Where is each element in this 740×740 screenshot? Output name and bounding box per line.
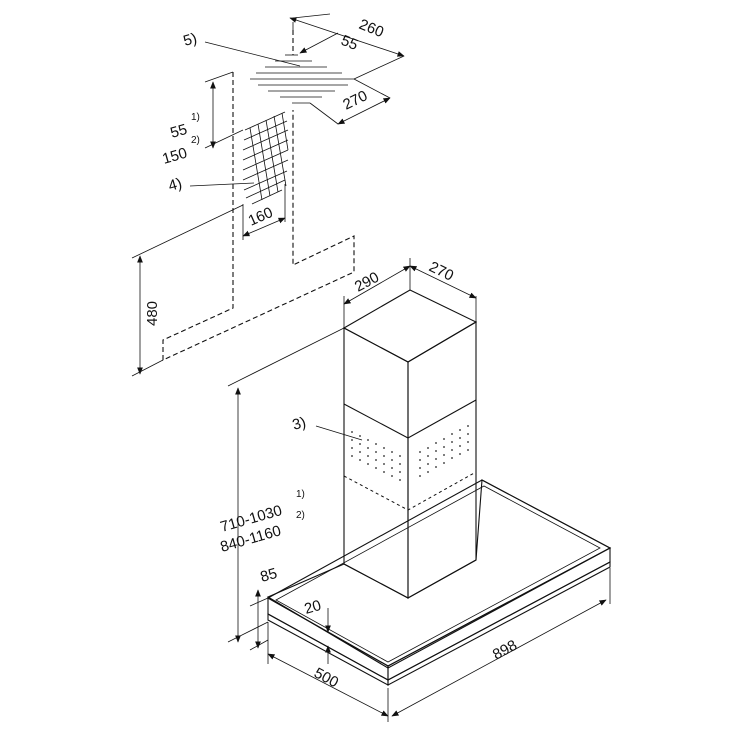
- callout-3-leader: [315, 425, 363, 441]
- dim-260-label: 260: [357, 16, 387, 41]
- dim-270-chimney-label: 270: [426, 258, 456, 284]
- dim-20-label: 20: [302, 597, 323, 618]
- dim-85-label: 85: [258, 565, 279, 586]
- callout-5-leader: [204, 41, 301, 67]
- callout-5-label: 5): [181, 30, 199, 50]
- dim-160-line: [242, 184, 286, 240]
- duct-outlet-hatch: [250, 54, 354, 104]
- wall-mounting-outline: [162, 30, 355, 361]
- dim-160-label: 160: [246, 204, 276, 230]
- dim-85-line: [249, 589, 269, 651]
- dim-500-label: 500: [311, 665, 341, 692]
- dim-898-line: [391, 568, 611, 717]
- callout-4-label: 4): [166, 175, 184, 195]
- dim-500-line: [267, 622, 389, 722]
- bracket-hatch: [242, 111, 289, 205]
- footnote-1-a: 1): [191, 112, 200, 123]
- dim-290-270-lines: [343, 258, 477, 328]
- footnote-2-a: 2): [191, 135, 200, 146]
- dim-55-line: [299, 32, 339, 54]
- dim-480-line: [131, 204, 244, 377]
- dim-290-label: 290: [352, 269, 382, 296]
- footnote-1-b: 1): [296, 489, 305, 500]
- dim-270-top-line: [309, 78, 391, 125]
- callout-3-label: 3): [290, 414, 308, 434]
- dim-260-line: [289, 13, 405, 80]
- dim-55-label: 55: [339, 32, 361, 54]
- hood-canopy: [266, 479, 612, 686]
- dim-898-label: 898: [490, 637, 520, 664]
- dim-55-150-line: [204, 71, 244, 149]
- dim-480-label: 480: [144, 301, 161, 326]
- chimney-perforations: [343, 425, 477, 511]
- footnote-2-b: 2): [296, 510, 305, 521]
- callout-4-leader: [189, 182, 255, 187]
- dim-150-vert-label: 150: [160, 145, 189, 168]
- dim-height-line: [227, 327, 345, 643]
- dim-270-top-label: 270: [340, 87, 370, 113]
- dim-55-vert-label: 55: [168, 121, 189, 142]
